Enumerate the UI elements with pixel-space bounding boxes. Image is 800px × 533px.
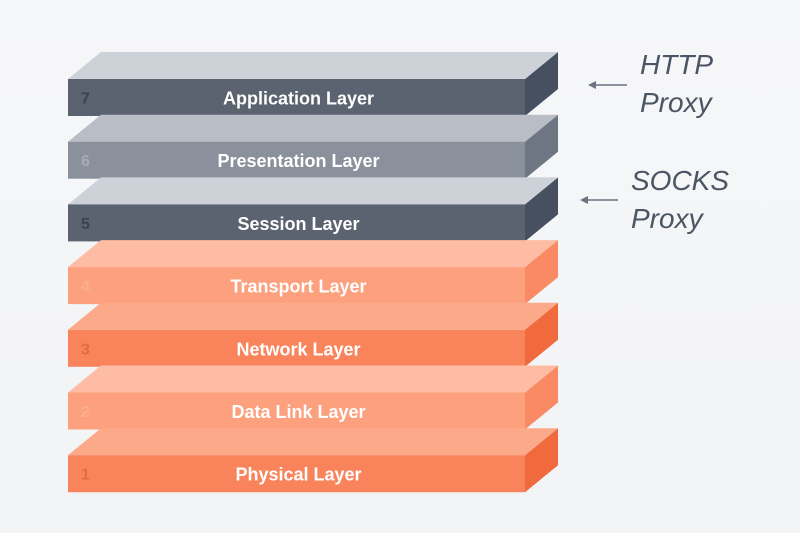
layer-label: Session Layer [237, 214, 359, 234]
layer-front-face [68, 141, 525, 179]
layer-side-face [525, 240, 558, 305]
layer-front-face [68, 267, 525, 305]
layer-label: Network Layer [236, 339, 360, 359]
layer-number: 6 [81, 153, 90, 170]
layer-side-face [525, 428, 558, 493]
layer-top-face [68, 428, 558, 456]
layer-front-face [68, 204, 525, 242]
layer-label: Presentation Layer [217, 151, 379, 171]
proxy-annotation-socks: SOCKS Proxy [580, 165, 729, 234]
layer-label: Data Link Layer [231, 402, 365, 422]
proxy-label-line2: Proxy [631, 203, 705, 234]
layer-front-face [68, 392, 525, 430]
proxy-annotation-http: HTTP Proxy [588, 49, 714, 118]
layer-number: 4 [81, 279, 90, 296]
layer-side-face [525, 114, 558, 179]
layer-side-face [525, 302, 558, 367]
arrow-left-icon [588, 81, 596, 89]
layer-front-face [68, 329, 525, 367]
layer-6: 6 Presentation Layer [68, 114, 558, 179]
layer-front-face [68, 79, 525, 116]
layer-number: 5 [81, 216, 90, 233]
layer-number: 7 [81, 91, 90, 108]
layer-top-face [68, 114, 558, 142]
proxy-label-line1: HTTP [640, 49, 713, 80]
layer-4: 4 Transport Layer [68, 240, 558, 305]
layer-front-face [68, 455, 525, 493]
layer-5: 5 Session Layer [68, 177, 558, 242]
layer-top-face [68, 177, 558, 205]
proxy-label-line2: Proxy [640, 87, 714, 118]
layer-label: Transport Layer [230, 277, 366, 297]
layer-top-face [68, 240, 558, 268]
layer-side-face [525, 365, 558, 430]
layer-label: Physical Layer [235, 465, 361, 485]
layers-group: 7 Application Layer 6 Presentation Layer 5 Se… [68, 52, 558, 493]
layer-label: Application Layer [223, 89, 374, 109]
layer-1: 1 Physical Layer [68, 428, 558, 493]
layer-number: 2 [81, 404, 90, 421]
proxy-label-line1: SOCKS [631, 165, 729, 196]
layer-2: 2 Data Link Layer [68, 365, 558, 430]
layer-top-face [68, 365, 558, 393]
layer-top-face [68, 52, 558, 79]
layer-side-face [525, 52, 558, 116]
layer-top-face [68, 302, 558, 330]
layer-3: 3 Network Layer [68, 302, 558, 367]
arrow-left-icon [580, 196, 588, 204]
layer-number: 1 [81, 467, 90, 484]
layer-number: 3 [81, 341, 90, 358]
layer-7: 7 Application Layer [68, 52, 558, 116]
layer-side-face [525, 177, 558, 242]
